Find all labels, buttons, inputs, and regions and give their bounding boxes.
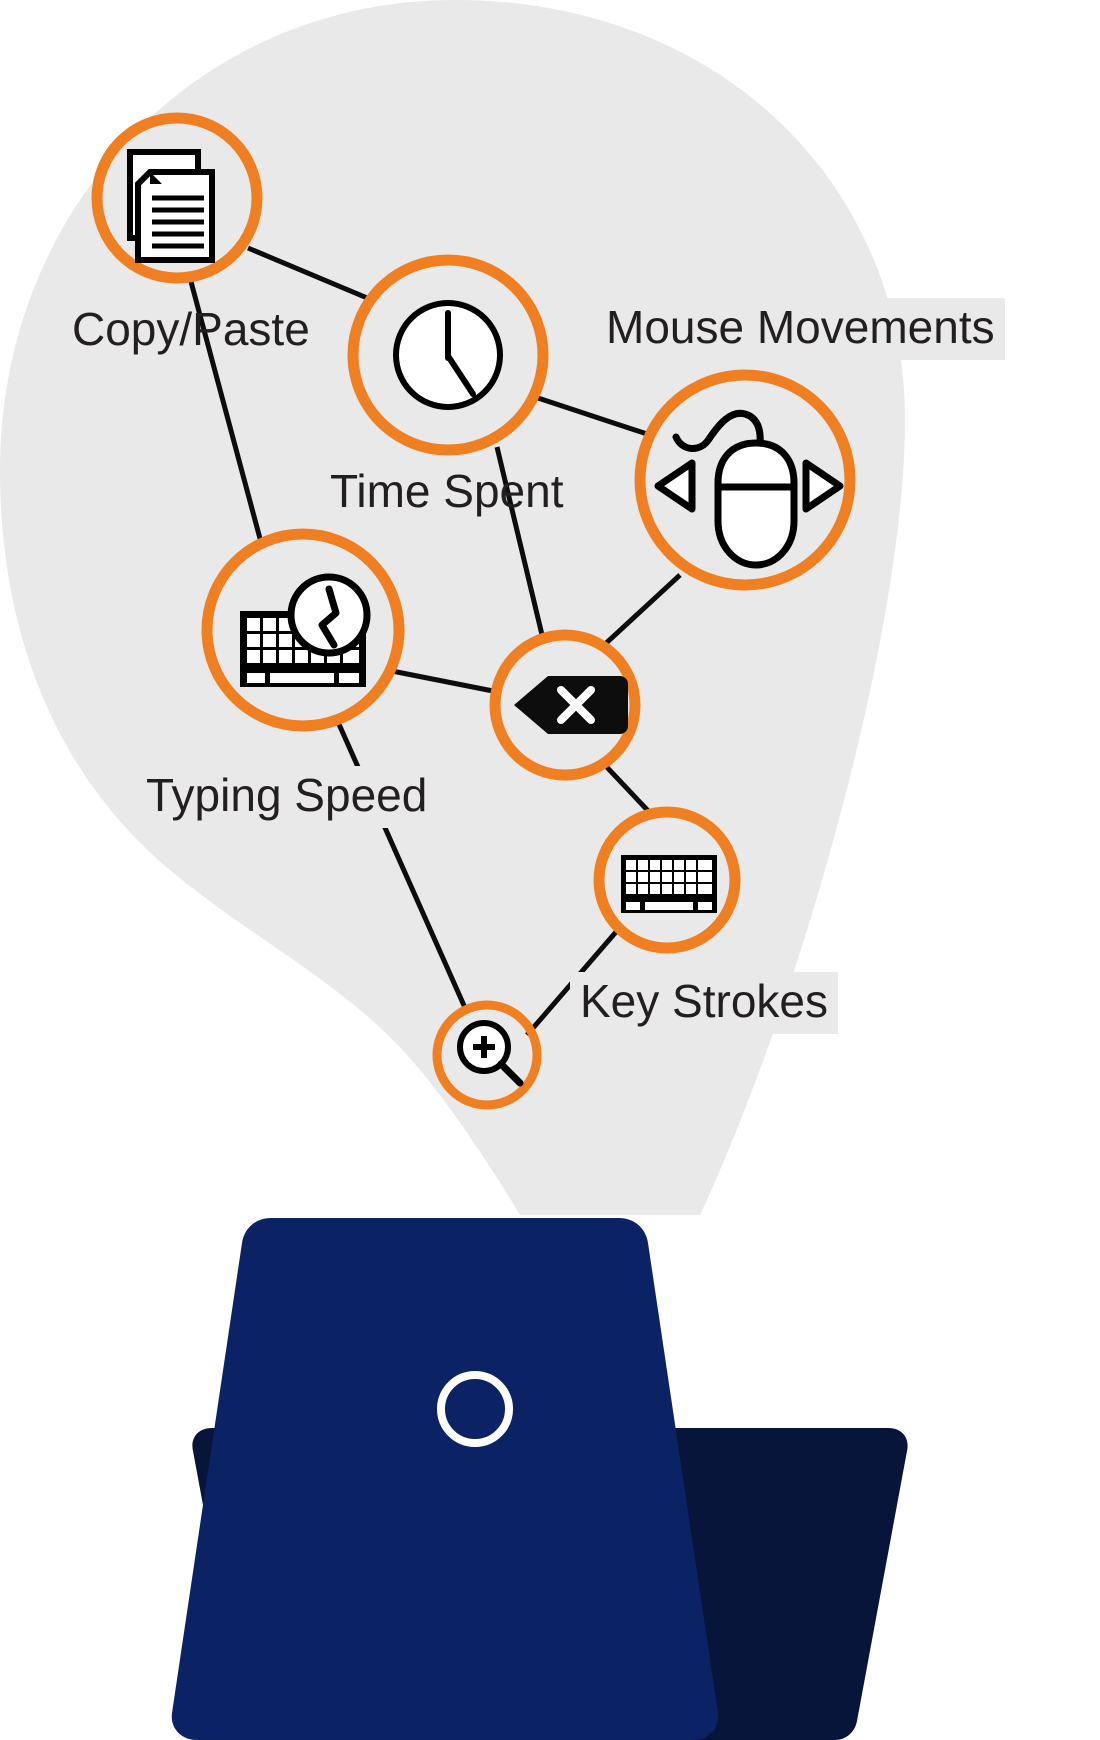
node-ring — [432, 1000, 542, 1110]
keyboard-icon — [621, 855, 717, 913]
camera-dot-icon — [437, 1371, 513, 1447]
typing-speed-node[interactable] — [201, 528, 405, 732]
magnifier-plus-icon — [457, 1020, 524, 1087]
label-typing-speed: Typing Speed — [136, 766, 438, 828]
key-strokes-node[interactable] — [593, 806, 741, 954]
label-key-strokes: Key Strokes — [570, 972, 838, 1034]
backspace-icon — [514, 676, 628, 734]
clock-icon — [393, 300, 503, 410]
zoom-node[interactable] — [432, 1000, 542, 1110]
line-copypaste-typingspeed — [187, 277, 265, 547]
node-ring — [634, 369, 856, 591]
label-mouse-movements: Mouse Movements — [596, 298, 1005, 360]
line-copypaste-timespent — [247, 245, 373, 303]
node-ring — [347, 254, 549, 456]
node-ring — [91, 112, 263, 284]
label-copy-paste: Copy/Paste — [72, 303, 310, 355]
keyboard-clock-icon — [240, 573, 371, 687]
line-backspace-keystrokes — [600, 760, 654, 817]
backspace-node[interactable] — [489, 629, 641, 781]
laptop — [171, 1218, 908, 1740]
node-ring — [593, 806, 741, 954]
laptop-screen — [171, 1218, 719, 1740]
node-ring — [489, 629, 641, 781]
line-mouse-backspace — [601, 573, 682, 648]
node-ring — [201, 528, 405, 732]
mouse-icon — [654, 409, 844, 569]
line-timespent-backspace — [494, 446, 546, 640]
time-spent-node[interactable] — [347, 254, 549, 456]
line-timespent-mouse — [537, 395, 651, 438]
copy-paste-node[interactable] — [91, 112, 263, 284]
line-typingspeed-backspace — [391, 668, 499, 695]
documents-icon — [127, 149, 215, 263]
mouse-movements-node[interactable] — [634, 369, 856, 591]
label-time-spent: Time Spent — [330, 465, 564, 517]
